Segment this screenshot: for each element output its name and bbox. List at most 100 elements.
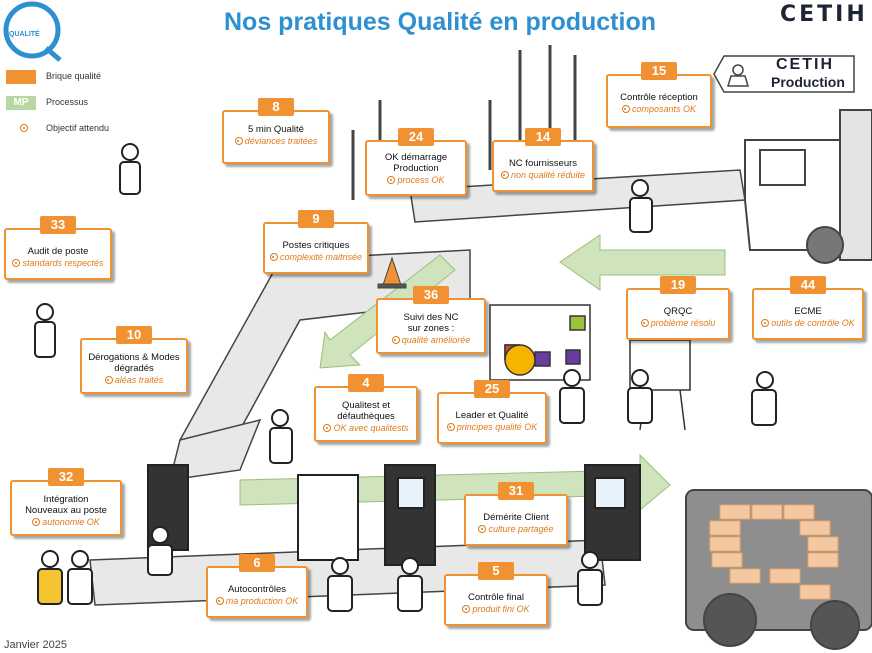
card-objective: déviances traitées [227,136,325,147]
card-objective-text: OK avec qualitests [333,423,409,433]
brand-logo: CETIH [780,2,868,27]
card-objective-text: complexité maitrisée [279,252,363,262]
card-number: 25 [474,380,510,398]
card-objective-text: autonomie OK [42,517,100,527]
card-objective: ma production OK [211,596,303,607]
card-objective: standards respectés [9,258,107,269]
card-14: 14 NC fournisseurs non qualité réduite [492,128,594,192]
card-number: 31 [498,482,534,500]
card-label: OK démarrage Production [384,152,448,174]
truck-top [744,109,872,264]
card-8: 8 5 min Qualité déviances traitées [222,98,330,164]
card-label: Suivi des NC sur zones : [403,312,459,334]
workers [34,143,777,612]
card-number: 8 [258,98,294,116]
card-6: 6 Autocontrôles ma production OK [206,554,308,618]
target-icon [32,518,41,526]
legend-objectif-label: Objectif attendu [46,123,110,133]
card-objective: complexité maitrisée [268,252,364,263]
target-icon [640,319,649,327]
card-4: 4 Qualitest et défauthèques OK avec qual… [314,374,418,442]
card-objective-text: principes qualité OK [456,422,538,432]
target-icon [391,336,400,344]
card-9: 9 Postes critiques complexité maitrisée [263,210,369,274]
card-objective-text: produit fini OK [472,604,530,614]
footer-date: Janvier 2025 [4,639,67,651]
card-number: 6 [239,554,275,572]
processus-swatch: MP [6,96,36,110]
target-icon [12,259,21,267]
production-label: Production [771,74,845,90]
card-objective-text: non qualité réduite [510,170,586,180]
card-24: 24 OK démarrage Production process OK [365,128,467,196]
legend-brique-label: Brique qualité [46,71,102,81]
card-objective: principes qualité OK [442,422,542,433]
card-label: ECME [794,306,822,317]
card-objective: culture partagée [469,524,563,535]
qualite-logo [3,1,62,62]
card-objective: process OK [370,175,462,186]
logo-text: QUALITÉ [9,31,40,38]
production-badge [713,55,855,93]
card-label: Démérite Client [483,512,549,523]
target-icon [104,376,113,384]
card-number: 15 [641,62,677,80]
card-label: 5 min Qualité [248,124,304,135]
target-icon [761,319,770,327]
target-icon [269,253,278,261]
card-44: 44 ECME outils de contrôle OK [752,276,864,340]
target-icon [462,605,471,613]
page-title: Nos pratiques Qualité en production [224,8,656,36]
card-objective: non qualité réduite [497,170,589,181]
card-label: Autocontrôles [227,584,287,595]
card-label: NC fournisseurs [508,158,578,169]
card-number: 24 [398,128,434,146]
card-36: 36 Suivi des NC sur zones : qualité amél… [376,286,486,354]
card-objective-text: ma production OK [225,596,299,606]
target-icon [621,105,630,113]
card-15: 15 Contrôle réception composants OK [606,62,712,128]
door-frames [147,464,641,566]
card-number: 4 [348,374,384,392]
card-label: Contrôle réception [620,92,698,103]
card-10: 10 Dérogations & Modes dégradés aléas tr… [80,326,188,394]
truck-bottom [685,489,872,650]
card-objective: aléas traités [85,375,183,386]
brique-swatch [6,70,36,84]
card-33: 33 Audit de poste standards respectés [4,216,112,280]
card-label: Contrôle final [468,592,524,603]
card-objective-text: culture partagée [488,524,554,534]
card-label: QRQC [663,306,693,317]
target-icon [478,525,487,533]
card-19: 19 QRQC problème résolu [626,276,730,340]
target-icon [234,137,243,145]
card-objective: OK avec qualitests [319,423,413,434]
target-icon [446,423,455,431]
card-32: 32 Intégration Nouveaux au poste autonom… [10,468,122,536]
card-number: 5 [478,562,514,580]
card-objective-text: process OK [397,175,445,185]
card-number: 33 [40,216,76,234]
card-objective: problème résolu [631,318,725,329]
card-label: Qualitest et défauthèques [337,400,395,422]
card-objective-text: aléas traités [114,375,164,385]
target-icon [215,597,224,605]
target-icon [500,171,509,179]
production-brand: CETIH [776,56,834,73]
card-number: 32 [48,468,84,486]
card-label: Leader et Qualité [455,410,529,421]
card-25: 25 Leader et Qualité principes qualité O… [437,380,547,444]
card-label: Dérogations & Modes dégradés [88,352,180,374]
card-number: 10 [116,326,152,344]
card-number: 14 [525,128,561,146]
card-31: 31 Démérite Client culture partagée [464,482,568,546]
target-icon [387,176,396,184]
card-objective-text: composants OK [631,104,697,114]
card-objective-text: problème résolu [650,318,716,328]
card-number: 44 [790,276,826,294]
card-objective-text: déviances traitées [244,136,318,146]
card-number: 19 [660,276,696,294]
card-objective-text: outils de contrôle OK [771,318,855,328]
legend-processus-label: Processus [46,97,89,107]
